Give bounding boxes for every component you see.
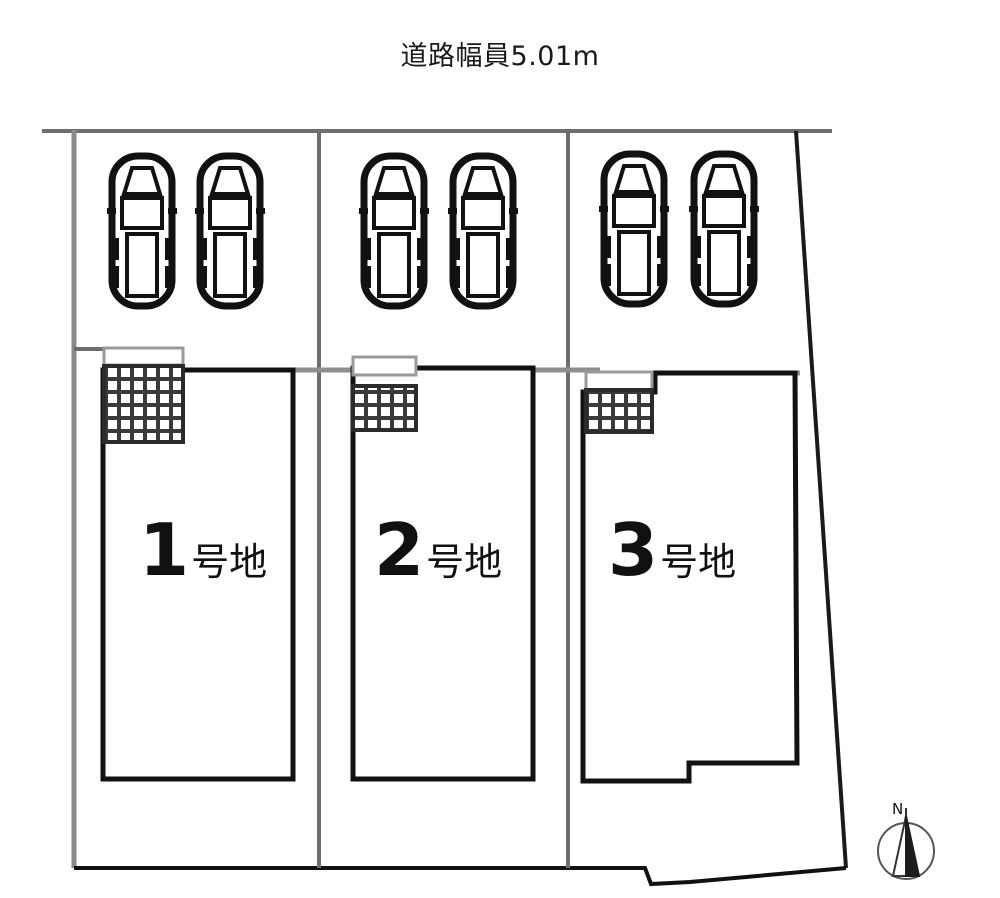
parking-area [107,150,759,310]
entrance-hatch-1 [102,364,185,444]
building-footprint-2 [350,365,536,782]
car-icon-3-a [599,150,669,308]
lot-label-3: 3号地 [608,514,736,586]
lot-number-2: 2 [374,508,424,592]
road-width-text: 道路幅員5.01m [400,41,600,72]
lot-3-group [580,370,800,784]
lot-suffix-2: 号地 [426,540,503,584]
lot-2-group [350,355,536,782]
entrance-band-3 [584,370,654,392]
entrance-band-1 [102,346,185,367]
lot-1-group [100,346,296,782]
car-icon-2-b [448,152,518,310]
compass-north-label: N [892,800,904,818]
entrance-hatch-2 [351,384,418,432]
lot-suffix-1: 号地 [191,540,268,584]
site-boundary [71,130,848,887]
entrance-band-2 [351,355,418,377]
car-icon-3-b [689,150,759,308]
lot-label-2: 2号地 [374,514,502,586]
lot-number-3: 3 [608,508,658,592]
lot-label-1: 1号地 [139,514,267,586]
road-width-label: 道路幅員5.01m [0,34,1000,73]
lot-suffix-3: 号地 [660,540,737,584]
car-icon-2-a [359,152,429,310]
car-icon-1-b [195,152,265,310]
entrance-hatch-3 [584,388,654,434]
lot-number-1: 1 [139,508,189,592]
car-icon-1-a [107,152,177,310]
compass-rose [877,808,935,880]
